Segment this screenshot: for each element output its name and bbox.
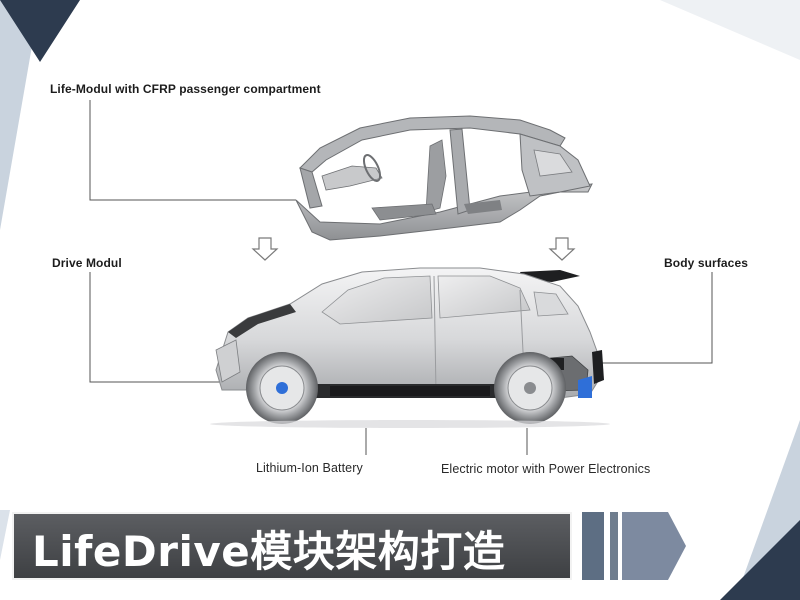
label-drive-modul: Drive Modul [52,256,122,270]
corner-bottom-left-light [0,510,10,560]
leader-lines [89,100,713,455]
corner-top-left-dark [0,0,80,62]
leader-drive-modul [89,272,232,383]
leader-life-modul [89,100,296,201]
battery-pack [330,386,490,396]
banner-arrow-icon [622,512,686,580]
label-battery: Lithium-Ion Battery [256,461,363,475]
car-side-view [210,267,610,428]
corner-top-left-light [0,0,40,230]
banner-bar-1 [582,512,604,580]
label-motor: Electric motor with Power Electronics [441,462,651,476]
front-wheel [246,352,318,424]
corner-bottom-right-dark [720,520,800,600]
rear-wheel [494,352,566,424]
banner-title: LifeDrive模块架构打造 [32,527,506,576]
down-arrow-right-icon [548,237,576,261]
label-body-surfaces: Body surfaces [664,256,748,270]
label-life-modul: Life-Modul with CFRP passenger compartme… [50,82,321,96]
banner-bar-2 [610,512,618,580]
corner-top-right-light [660,0,800,60]
life-module-cage [295,115,593,241]
down-arrow-left-icon [251,237,279,261]
leader-body-surfaces [600,272,713,364]
title-banner: LifeDrive模块架构打造 [12,512,572,580]
